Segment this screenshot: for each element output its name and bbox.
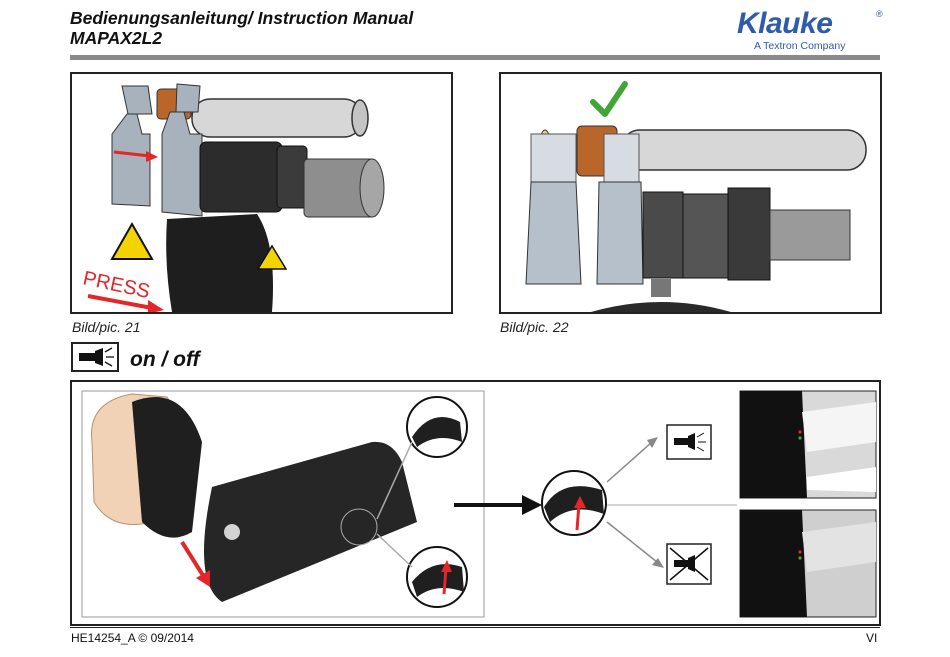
title-line-2: MAPAX2L2 xyxy=(70,28,163,48)
title-line-1: Bedienungsanleitung/ Instruction Manual xyxy=(70,8,414,28)
header-divider xyxy=(70,55,880,60)
checkmark-icon xyxy=(590,81,628,117)
doc-id: HE14254_A © 09/2014 xyxy=(71,631,194,645)
flashlight-procedure-illustration xyxy=(81,390,877,618)
klauke-logo: Klauke ® A Textron Company xyxy=(737,7,887,53)
logo-word: Klauke xyxy=(737,7,833,40)
flashlight-icon xyxy=(71,342,119,372)
on-off-heading: on / off xyxy=(130,348,200,371)
document-title: Bedienungsanleitung/ Instruction Manual … xyxy=(70,8,413,48)
flashlight-instruction-panel xyxy=(70,380,881,626)
logo-registered-mark: ® xyxy=(876,9,883,19)
footer-divider xyxy=(70,627,880,628)
tool-position-illustration xyxy=(525,81,867,312)
caption-pic-21: Bild/pic. 21 xyxy=(72,319,141,335)
figure-pic-21: PRESS xyxy=(70,72,453,314)
tool-insert-illustration: PRESS xyxy=(81,83,385,312)
logo-subtitle: A Textron Company xyxy=(754,40,846,52)
figure-pic-22 xyxy=(499,72,882,314)
caption-pic-22: Bild/pic. 22 xyxy=(500,319,569,335)
page-number: VI xyxy=(866,631,878,645)
